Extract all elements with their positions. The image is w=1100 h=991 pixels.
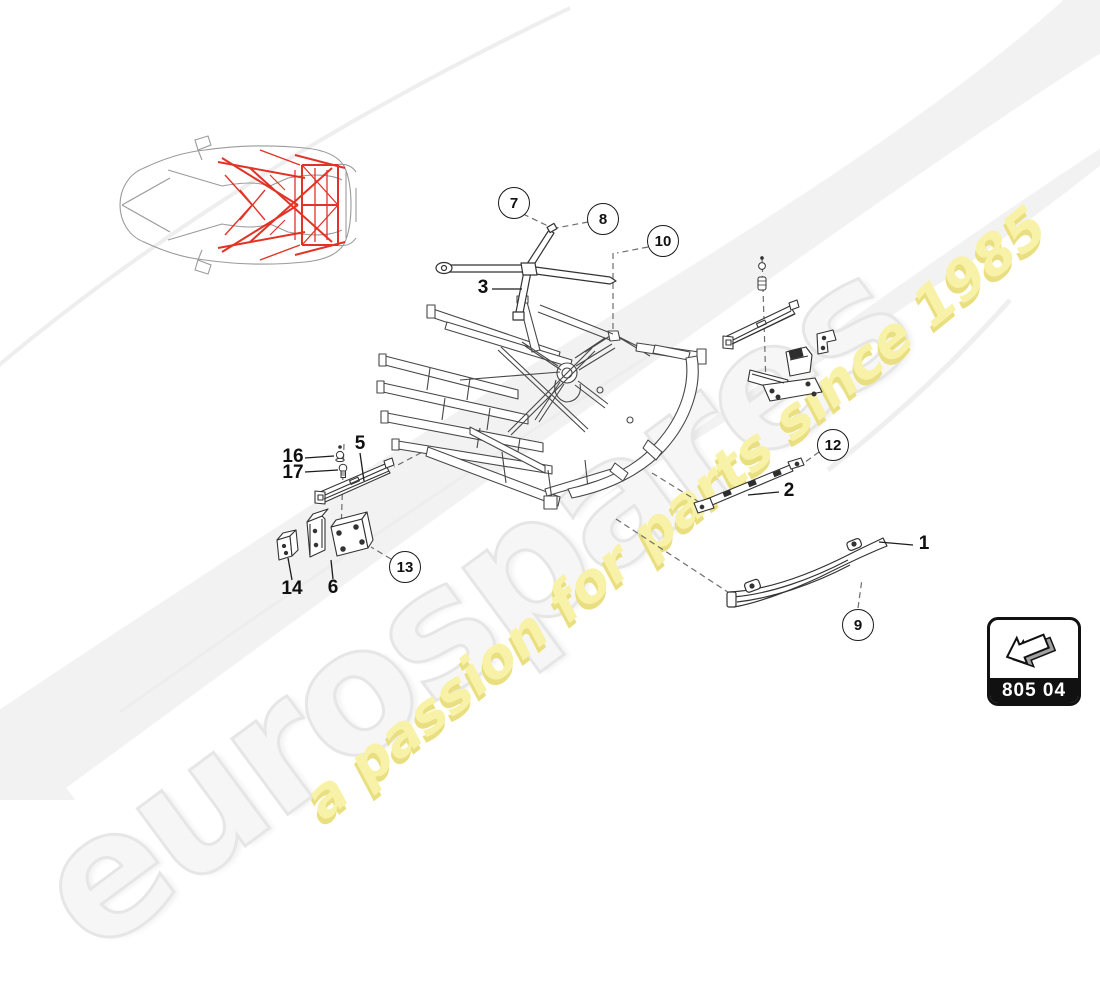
right-bracket-assembly (747, 346, 823, 402)
part-label-14[interactable]: 14 (281, 578, 303, 599)
leader-lines (287, 288, 914, 581)
background-swoosh (0, 0, 1100, 800)
callout-7[interactable]: 7 (498, 187, 530, 219)
chassis-frame (376, 295, 707, 510)
part-label-3[interactable]: 3 (477, 277, 489, 298)
part-label-16[interactable]: 16 (282, 446, 304, 467)
right-rail-fasteners (757, 256, 767, 291)
car-body-outline (119, 135, 357, 275)
part-label-5[interactable]: 5 (354, 433, 366, 454)
part-3-cross-brace (435, 222, 617, 321)
mount-plate (330, 511, 374, 557)
right-rail (722, 299, 800, 350)
part-6-bracket (306, 508, 329, 558)
callout-12[interactable]: 12 (817, 429, 849, 461)
part-label-1[interactable]: 1 (918, 533, 930, 554)
callout-13[interactable]: 13 (389, 551, 421, 583)
car-top-view (119, 135, 357, 275)
direction-arrow-icon (1005, 633, 1057, 668)
part-2-crossbar (693, 457, 805, 514)
exploded-parts-drawing (276, 213, 914, 609)
part-label-6[interactable]: 6 (327, 577, 339, 598)
part-label-2[interactable]: 2 (783, 480, 795, 501)
fasteners-16-17 (335, 445, 348, 478)
part-1-bumper-beam (726, 537, 888, 608)
callout-9[interactable]: 9 (842, 609, 874, 641)
part-5-rail (314, 457, 395, 505)
callout-8[interactable]: 8 (587, 203, 619, 235)
part-14-bracket (276, 529, 299, 561)
page-code-label: 805 04 (990, 678, 1078, 703)
part-label-17[interactable]: 17 (282, 462, 304, 483)
dashed-connector-lines (340, 213, 863, 609)
callout-10[interactable]: 10 (647, 225, 679, 257)
page-code-box: 805 04 (987, 617, 1081, 706)
right-small-clip (816, 329, 837, 355)
rear-frame-highlight (217, 149, 346, 261)
